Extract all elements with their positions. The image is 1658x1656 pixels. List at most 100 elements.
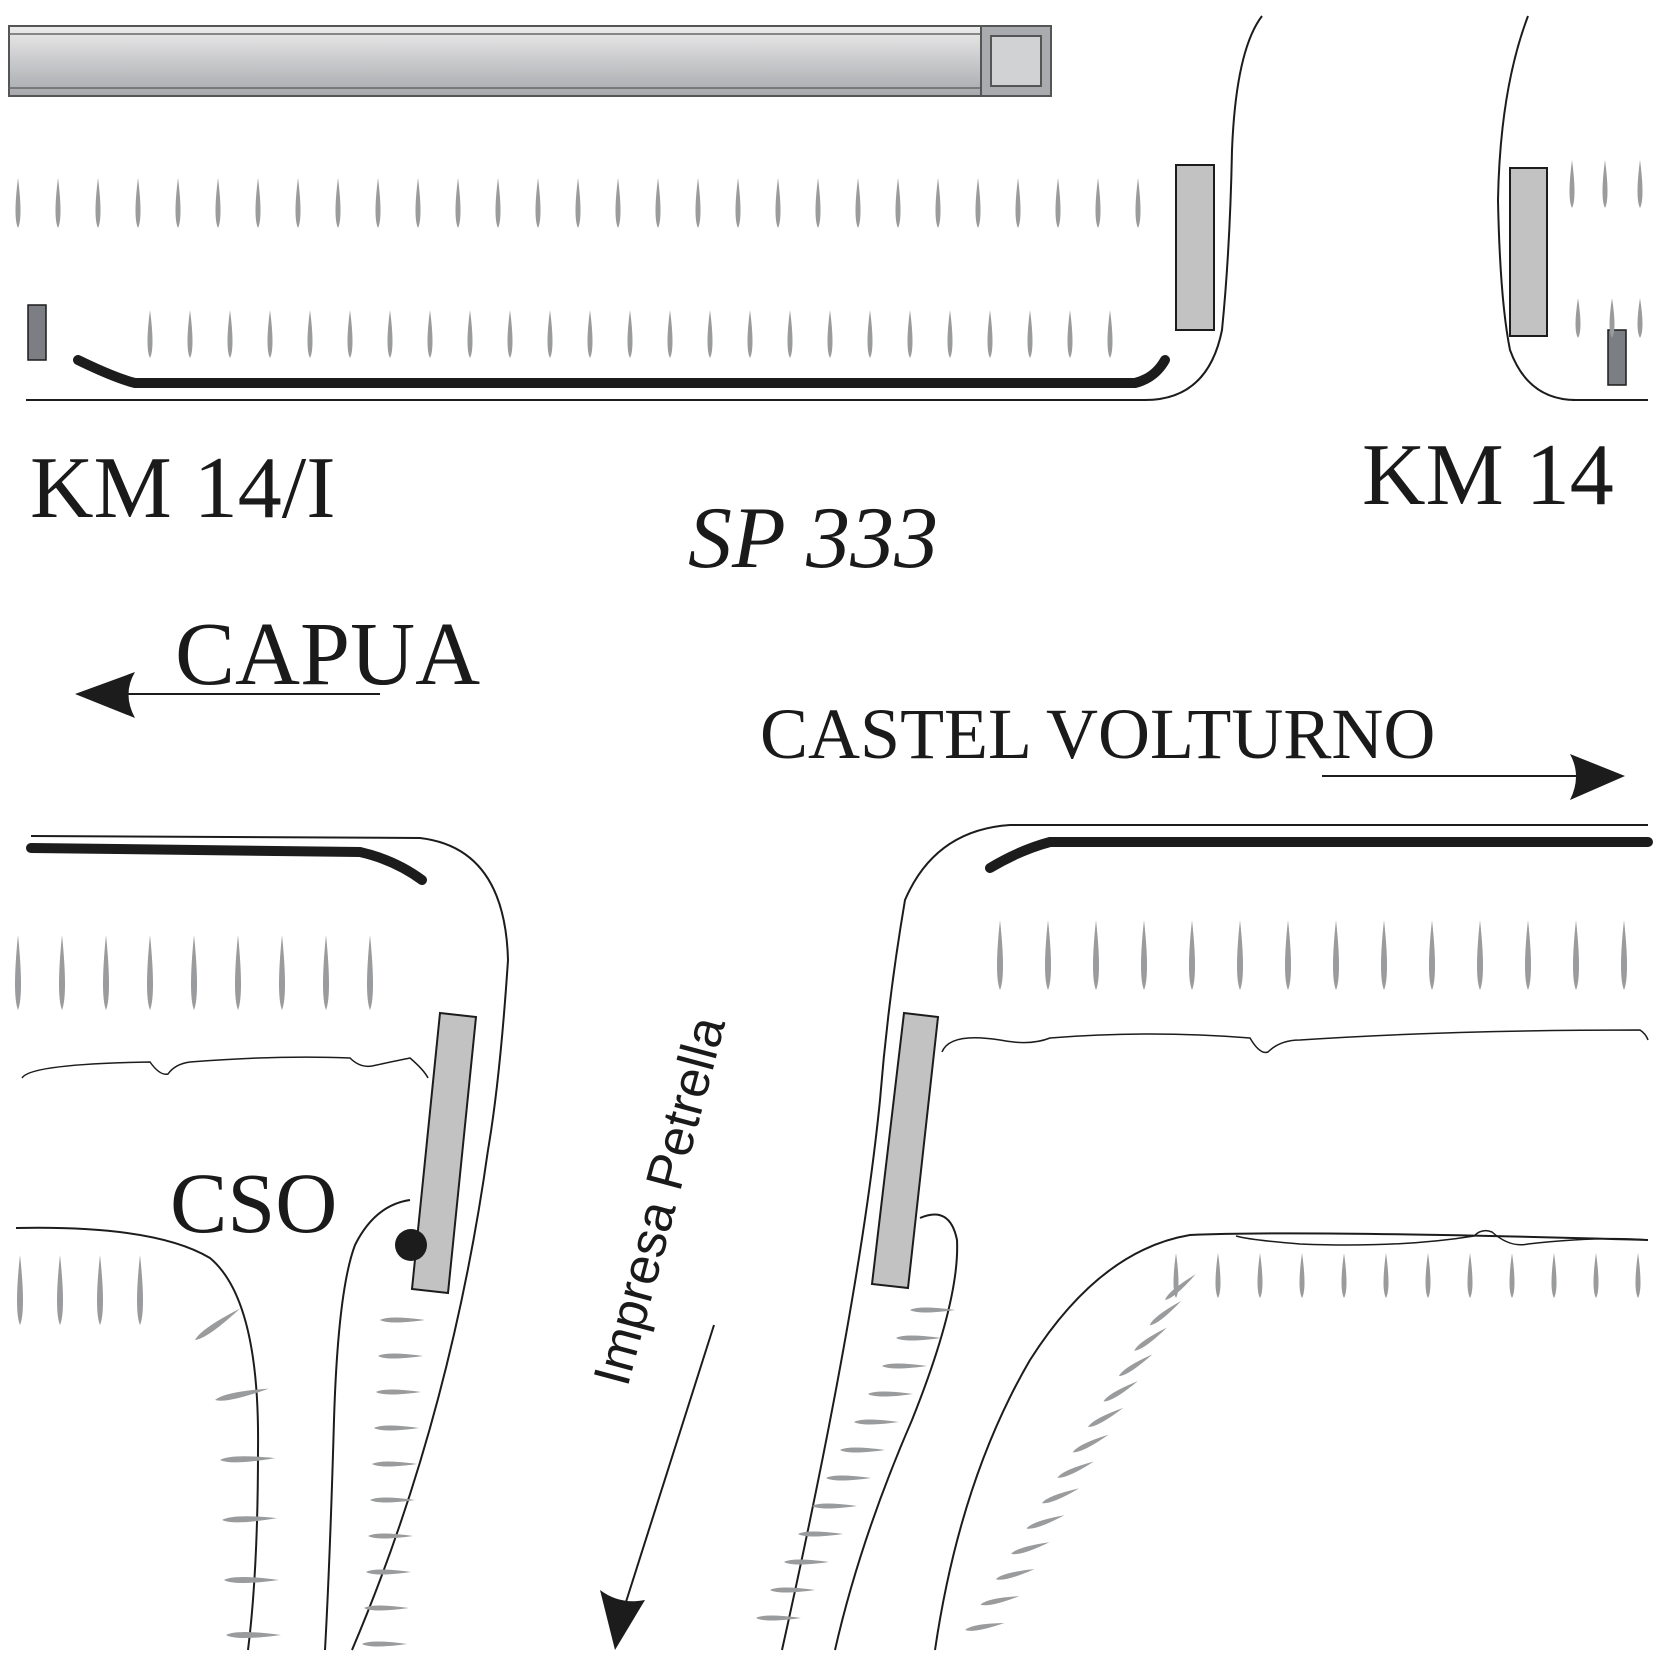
sidewalk-bottom-right [870, 1011, 940, 1290]
grass-tuft [1141, 920, 1147, 990]
grass-tuft [362, 1641, 407, 1647]
grass-tuft [1041, 1488, 1080, 1504]
grass-tuft [1551, 1253, 1557, 1298]
verge-bottom-right [941, 1029, 1649, 1054]
km-markers [27, 304, 1627, 386]
grass-tuft [215, 178, 221, 228]
grass-tuft [826, 1475, 871, 1481]
sidewalk-cso [410, 1011, 478, 1295]
grass-tuft [965, 1623, 1005, 1631]
grass-tuft [756, 1615, 801, 1621]
grass-tuft [855, 178, 861, 228]
grass-tuft [1602, 160, 1608, 208]
grass-tuft [1609, 298, 1615, 338]
grass-tuft [1103, 1381, 1138, 1402]
grass-tuft [910, 1307, 955, 1313]
grass-tuft [103, 935, 109, 1010]
grass-tuft [587, 310, 593, 358]
grass-tuft [467, 310, 473, 358]
edge-bottom-right-corner [934, 1232, 1649, 1651]
grass-tuft [1575, 298, 1581, 338]
grass-tuft [1569, 160, 1575, 208]
grass-tuft [367, 935, 373, 1010]
grass-tuft [1045, 920, 1051, 990]
grass-tuft [997, 920, 1003, 990]
grass-tuft [95, 178, 101, 228]
label-road-sp333: SP 333 [688, 490, 939, 587]
grass-tuft [366, 1569, 411, 1575]
label-km-14: KM 14 [1362, 427, 1614, 524]
grass-tuft [380, 1317, 425, 1323]
edge-top-left [26, 15, 1263, 401]
km-post-14-i [27, 304, 47, 361]
grass-tuft [827, 310, 833, 358]
grass-tuft [747, 310, 753, 358]
grass-tuft [59, 935, 65, 1010]
grass-tuft [1011, 1542, 1050, 1555]
arrow-impresa [600, 1324, 715, 1650]
grass-tuft [896, 1335, 941, 1341]
grass-tuft [1299, 1253, 1305, 1298]
grass-tuft [1189, 920, 1195, 990]
grass-tuft [787, 310, 793, 358]
grass-tuft [415, 178, 421, 228]
grass-tuft [376, 1389, 421, 1395]
grass-tuft [220, 1456, 275, 1463]
grass-tuft [1429, 920, 1435, 990]
grass-tuft [1107, 310, 1113, 358]
verge-outlines [21, 1029, 1649, 1246]
label-capua: CAPUA [175, 605, 481, 704]
grass-tuft [784, 1559, 829, 1565]
grass-tuft [995, 1569, 1035, 1580]
grass-tuft [1165, 1274, 1196, 1300]
sidewalks [410, 164, 1548, 1295]
grass-tuft [1477, 920, 1483, 990]
grass-tuft [1525, 920, 1531, 990]
heavy-curbs [26, 355, 1653, 885]
grass-tuft [1215, 1253, 1221, 1298]
grass-tuft [147, 935, 153, 1010]
grass-tuft [1027, 310, 1033, 358]
label-km-14-i: KM 14/I [30, 440, 336, 537]
grass-tuft [375, 178, 381, 228]
grass-tuft [867, 310, 873, 358]
edge-bottom-left-outer [30, 835, 510, 1651]
grass-tuft [17, 1255, 23, 1325]
grass-tuft [307, 310, 313, 358]
curb-bottom-right [985, 837, 1653, 873]
grass-tuft [1135, 178, 1141, 228]
grass-tuft [895, 178, 901, 228]
grass-tuft [1621, 920, 1627, 990]
grass-tuft [1257, 1253, 1263, 1298]
grass-tuft [235, 935, 241, 1010]
grass-tuft [1333, 920, 1339, 990]
grass-tuft [907, 310, 913, 358]
grass-tuft [1635, 1253, 1641, 1298]
grass-tuft [775, 178, 781, 228]
grass-tufts [15, 160, 1643, 1647]
grass-tuft [535, 178, 541, 228]
grass-tuft [455, 178, 461, 228]
grass-tuft [868, 1391, 913, 1397]
grass-tuft [427, 310, 433, 358]
grass-tuft [135, 178, 141, 228]
grass-tuft [224, 1577, 279, 1583]
grass-tuft [187, 310, 193, 358]
curb-bottom-left [26, 843, 427, 885]
grass-tuft [615, 178, 621, 228]
grass-tuft [1285, 920, 1291, 990]
grass-tuft [1573, 920, 1579, 990]
edge-bottom-right-island [834, 1213, 959, 1651]
sidewalk-top-right-b [1509, 167, 1548, 337]
grass-tuft [347, 310, 353, 358]
grass-tuft [137, 1255, 143, 1325]
grass-tuft [55, 178, 61, 228]
grass-tuft [191, 935, 197, 1010]
edge-top-right [1496, 15, 1577, 401]
grass-tuft [815, 178, 821, 228]
grass-tuft [1118, 1354, 1153, 1377]
grass-tuft [1509, 1253, 1515, 1298]
grass-tuft [227, 310, 233, 358]
arrow-capua [75, 672, 380, 718]
grass-tuft [387, 310, 393, 358]
